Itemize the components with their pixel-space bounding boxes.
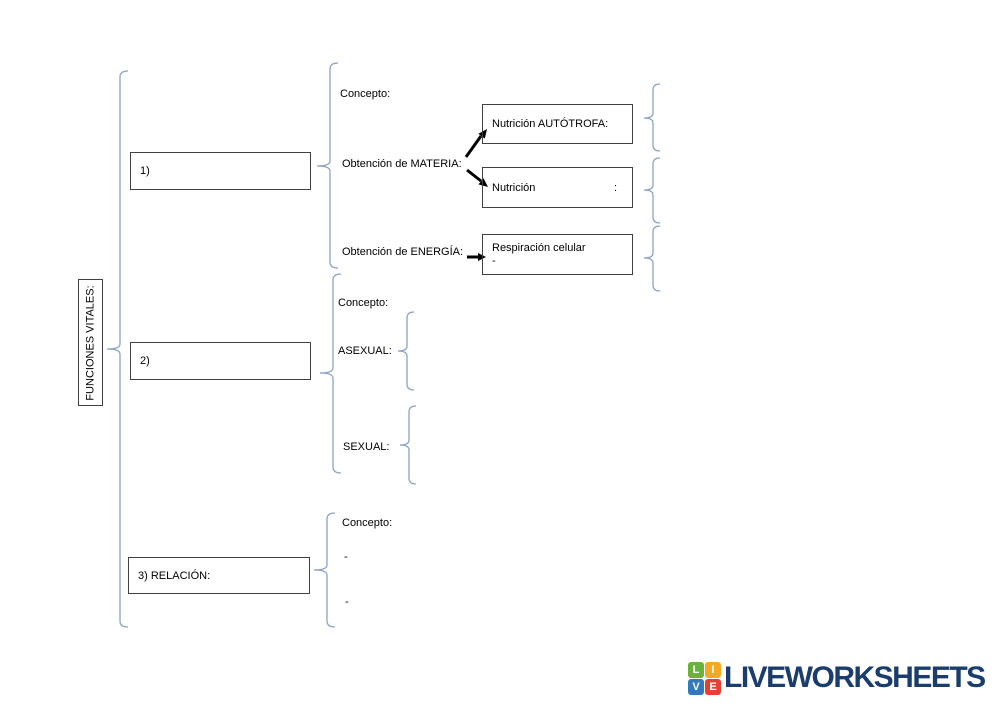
respiracion-label: Respiración celular bbox=[492, 242, 586, 254]
nutricion-heterotrofa-box[interactable]: Nutrición : bbox=[482, 167, 633, 208]
respiracion-celular-box[interactable]: Respiración celular - bbox=[482, 234, 633, 275]
section3-dash-1: - bbox=[344, 551, 348, 563]
funciones-vitales-label: FUNCIONES VITALES: bbox=[84, 284, 97, 401]
box-2-label: 2) bbox=[140, 355, 150, 367]
section1-brace bbox=[316, 62, 339, 269]
logo-wordmark: LIVEWORKSHEETS bbox=[724, 661, 986, 694]
main-brace bbox=[106, 70, 129, 628]
section3-brace bbox=[313, 512, 336, 628]
section2-concepto-label: Concepto: bbox=[338, 297, 389, 309]
box-1-label: 1) bbox=[140, 165, 150, 177]
obtencion-materia-label: Obtención de MATERIA: bbox=[342, 158, 462, 170]
box-2-answer[interactable]: 2) bbox=[130, 342, 311, 380]
logo-square-i: I bbox=[705, 661, 721, 678]
nutricion-label: Nutrición bbox=[492, 181, 536, 194]
logo-square-v: V bbox=[688, 678, 704, 695]
section1-concepto-label: Concepto: bbox=[340, 88, 391, 100]
logo-square-l: L bbox=[688, 661, 704, 678]
respiracion-line2: - bbox=[492, 255, 496, 267]
liveworksheets-logo[interactable]: L I V E LIVEWORKSHEETS bbox=[688, 661, 986, 695]
box-3-label: 3) RELACIÓN: bbox=[138, 569, 211, 582]
box-1-answer[interactable]: 1) bbox=[130, 152, 311, 190]
autotrofa-brace bbox=[643, 83, 661, 152]
logo-square-e: E bbox=[705, 678, 721, 695]
box-3-relacion[interactable]: 3) RELACIÓN: bbox=[128, 557, 310, 594]
funciones-vitales-box: FUNCIONES VITALES: bbox=[78, 279, 103, 406]
nutricion-autotrofa-label: Nutrición AUTÓTROFA: bbox=[492, 118, 609, 130]
nutricion-brace bbox=[643, 157, 661, 224]
nutricion-autotrofa-box[interactable]: Nutrición AUTÓTROFA: bbox=[482, 104, 633, 144]
section3-concepto-label: Concepto: bbox=[342, 517, 393, 529]
obtencion-energia-label: Obtención de ENERGÍA: bbox=[342, 246, 464, 258]
sexual-label: SEXUAL: bbox=[343, 441, 390, 453]
sexual-brace bbox=[399, 405, 417, 485]
nutricion-colon: : bbox=[613, 181, 617, 194]
asexual-label: ASEXUAL: bbox=[338, 345, 392, 357]
respiracion-brace bbox=[643, 225, 661, 292]
section3-dash-2: - bbox=[345, 596, 349, 608]
liveworksheets-logo-icon: L I V E bbox=[688, 661, 721, 695]
asexual-brace bbox=[397, 311, 415, 391]
